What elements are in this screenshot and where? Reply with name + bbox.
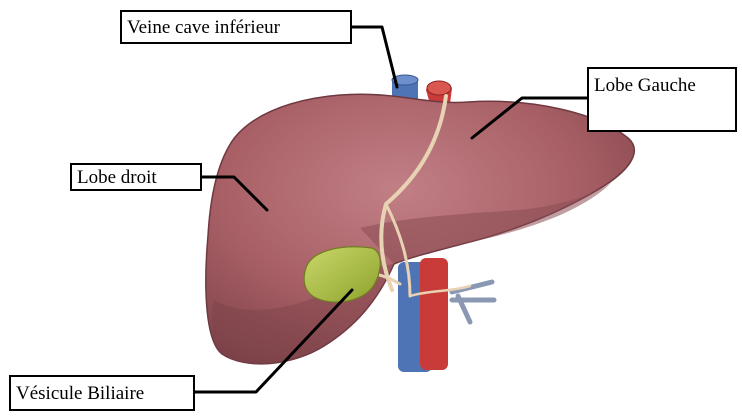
label-vesicule-biliaire: Vésicule Biliaire [9, 375, 195, 411]
label-lobe-gauche: Lobe Gauche [587, 67, 737, 132]
label-veine-cave-inferieur: Veine cave inférieur [120, 10, 352, 44]
label-lobe-droit: Lobe droit [70, 163, 202, 191]
lower-vessels [398, 258, 494, 372]
leader-vci [352, 27, 397, 87]
